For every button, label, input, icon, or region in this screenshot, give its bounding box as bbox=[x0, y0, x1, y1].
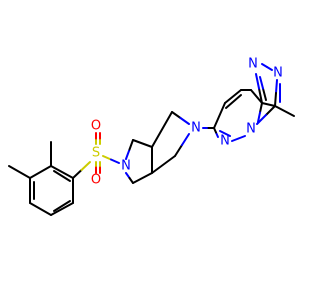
pyridazine-bond bbox=[213, 127, 217, 134]
pyridazine-bond bbox=[250, 89, 263, 104]
benzene-double-bond bbox=[53, 200, 71, 212]
molecule-structure: S O O N N N N N N bbox=[8, 57, 295, 216]
structure-canvas: S O O N N N N N N bbox=[8, 57, 295, 216]
benzene-bond bbox=[50, 165, 74, 179]
sulfonyl-bond bbox=[80, 161, 91, 171]
methyl-bond bbox=[274, 105, 295, 117]
triazole-bond bbox=[266, 66, 273, 71]
sulfonyl-n-bond bbox=[102, 155, 112, 161]
triazole-bond bbox=[258, 87, 263, 104]
atom-label-nitrogen-pyrrolidine-right: N bbox=[191, 121, 201, 136]
ring-bond bbox=[151, 155, 176, 174]
pyridazine-double-bond bbox=[219, 130, 231, 137]
benzene-bond bbox=[50, 202, 74, 216]
atom-label-oxygen-top: O bbox=[91, 119, 101, 134]
ring-bond bbox=[128, 177, 134, 184]
ring-bond bbox=[174, 144, 183, 157]
triazole-bond bbox=[274, 92, 277, 107]
benzene-bond bbox=[29, 165, 52, 179]
pyridazine-bond bbox=[224, 89, 242, 104]
pyridazine-bond bbox=[259, 102, 263, 114]
atom-label-sulfur: S bbox=[92, 146, 100, 161]
atom-label-oxygen-bottom: O bbox=[91, 173, 101, 188]
methyl-bond bbox=[8, 165, 31, 179]
ring-bond bbox=[132, 139, 153, 148]
ring-bond bbox=[179, 117, 190, 125]
ring-bond bbox=[125, 172, 131, 179]
ring-bond bbox=[132, 172, 153, 184]
triazole-bond bbox=[261, 102, 276, 107]
triazole-bond bbox=[265, 105, 276, 116]
triazole-bond bbox=[275, 79, 278, 94]
ring-bond bbox=[125, 148, 131, 160]
ring-bond bbox=[171, 111, 182, 119]
pyridazine-double-bond bbox=[225, 94, 242, 109]
atom-label-nitrogen-triazole-top-right: N bbox=[273, 66, 283, 81]
pyridazine-bond bbox=[213, 102, 226, 129]
pyridazine-bond bbox=[257, 111, 261, 123]
triazole-bond bbox=[255, 73, 260, 90]
benzene-bond bbox=[29, 202, 52, 216]
benzene-double-bond bbox=[53, 170, 71, 182]
ring-bond bbox=[151, 111, 173, 148]
triazole-bond bbox=[256, 114, 267, 125]
atom-label-nitrogen-bridgehead: N bbox=[246, 122, 256, 137]
sulfonyl-n-bond bbox=[110, 158, 120, 164]
bond-layer bbox=[8, 63, 295, 216]
pyridazine-bond bbox=[237, 135, 246, 140]
pyridazine-bond bbox=[231, 137, 240, 142]
sulfonyl-bond bbox=[72, 169, 83, 179]
atom-label-nitrogen-pyridazine: N bbox=[220, 134, 230, 149]
atom-label-layer: S O O N N N N N N bbox=[91, 57, 283, 188]
triazole-double-bond bbox=[259, 76, 264, 90]
atom-label-nitrogen-pyrrolidine-left: N bbox=[121, 159, 131, 174]
atom-label-nitrogen-triazole-top-left: N bbox=[248, 57, 258, 72]
triazole-double-bond bbox=[262, 87, 267, 101]
ring-bond bbox=[181, 133, 190, 146]
ring-bond bbox=[128, 139, 134, 151]
